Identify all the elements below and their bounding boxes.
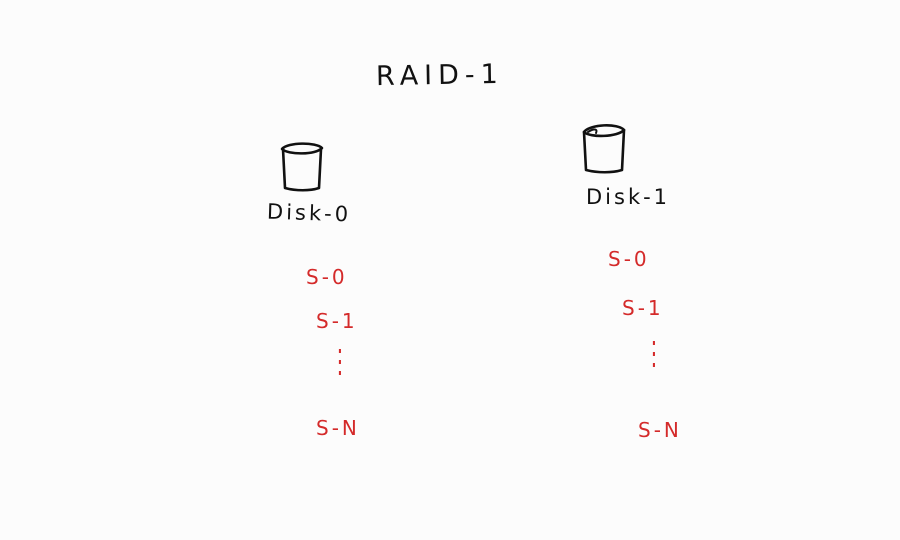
disk-icon xyxy=(582,124,626,174)
disk-1-ellipsis: ⋮ xyxy=(644,333,664,373)
disk-1-sector-0: S-0 xyxy=(608,247,650,271)
disk-icon xyxy=(280,142,324,192)
disk-1-label: Disk-1 xyxy=(586,185,671,209)
disk-1-sector-n: S-N xyxy=(638,418,682,442)
disk-0-sector-0: S-0 xyxy=(306,265,348,289)
disk-0-ellipsis: ⋮ xyxy=(330,341,350,381)
disk-0-sector-n: S-N xyxy=(316,416,360,440)
disk-0-sector-1: S-1 xyxy=(316,309,358,333)
disk-1-sector-1: S-1 xyxy=(622,296,664,320)
disk-0-label: Disk-0 xyxy=(266,199,352,227)
diagram-title: RAID-1 xyxy=(375,58,505,93)
